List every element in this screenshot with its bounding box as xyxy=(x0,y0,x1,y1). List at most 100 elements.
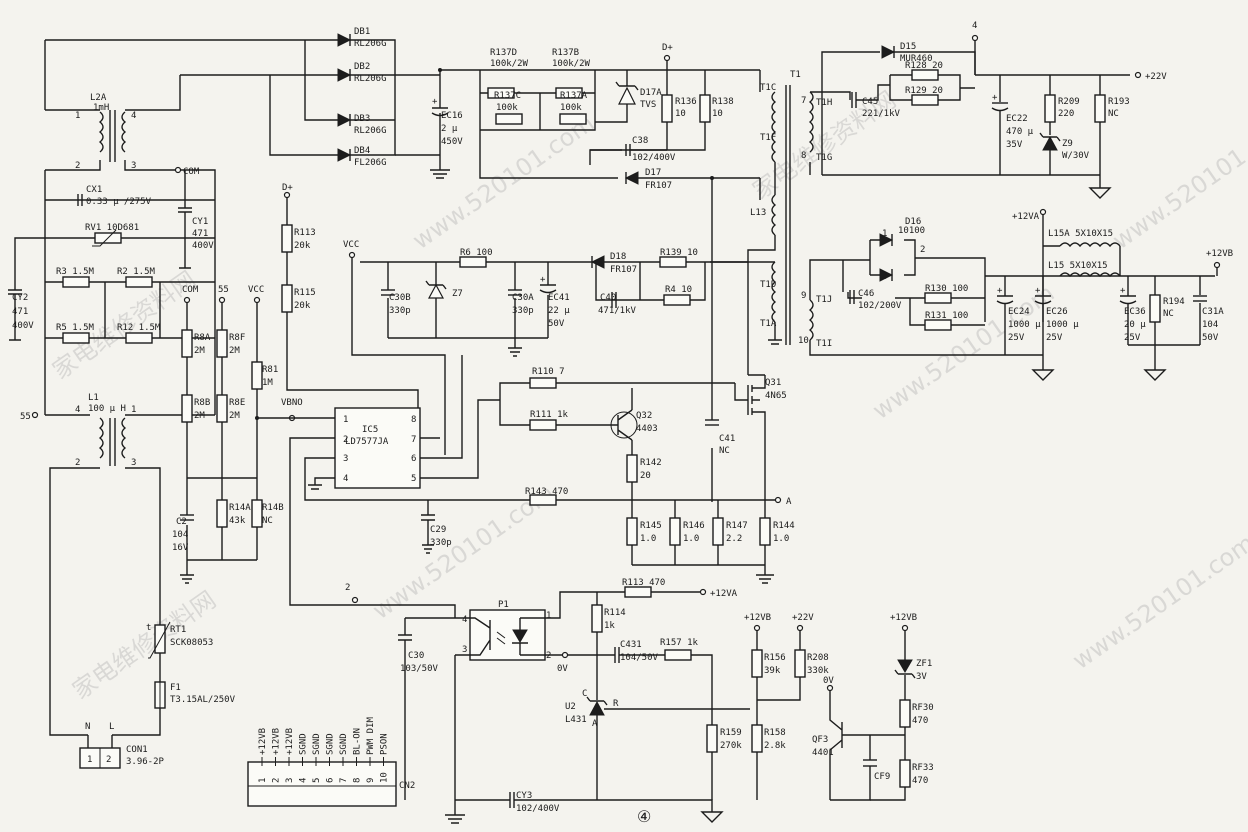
r159-resistor xyxy=(706,724,718,753)
r131-resistor xyxy=(924,319,952,331)
r158-label: R158 xyxy=(764,728,786,738)
cx1-value: 0.33 μ /275V xyxy=(86,197,152,207)
f1-label: F1 xyxy=(170,683,181,693)
r114-value: 1k xyxy=(604,621,615,631)
r111-label: R111 1k xyxy=(530,410,569,420)
d17a-tvs: D17A TVS xyxy=(595,70,662,123)
pin-label: 3 xyxy=(131,161,136,171)
cn2-signal-label: +12VB xyxy=(285,728,295,755)
r131-label: R131 100 xyxy=(925,311,968,321)
com-label: 2 xyxy=(345,583,350,593)
plus: + xyxy=(997,286,1003,296)
c31a-value: 104 xyxy=(1202,320,1218,330)
r5-label: R5 1.5M xyxy=(56,323,95,333)
r145-value: 1.0 xyxy=(640,534,656,544)
c31a-label: C31A xyxy=(1202,307,1224,317)
r114-resistor xyxy=(591,604,603,633)
cn2-pin-number: 8 xyxy=(353,778,363,783)
r137c-label: R137C xyxy=(494,91,521,101)
cn2-signal-label: BL-ON xyxy=(353,728,363,755)
r143-label: R143 470 xyxy=(525,487,568,497)
pin-10: 10 xyxy=(798,336,809,346)
cn2-pin-group: +12VB1+12VB2+12VB3SGND4SGND5SGND6SGND7BL… xyxy=(258,716,390,783)
r14a-value: 43k xyxy=(229,516,246,526)
r111-resistor xyxy=(529,419,557,431)
r3-label: R3 1.5M xyxy=(56,267,95,277)
c2-value: 104 xyxy=(172,530,188,540)
net-12vb-label: +12VB xyxy=(744,613,771,623)
cn2-label: CN2 xyxy=(399,781,415,791)
pin-label: 1 xyxy=(882,229,887,239)
cy3-label: CY3 xyxy=(516,791,532,801)
net-55-terminal xyxy=(174,166,182,174)
db1-diode: DB1 RL206G xyxy=(330,27,387,49)
net-0v-label: 0V xyxy=(823,676,834,686)
r156-label: R156 xyxy=(764,653,786,663)
q32-value: 4403 xyxy=(636,424,658,434)
t1g-label: T1G xyxy=(816,153,832,163)
plus: + xyxy=(992,93,998,103)
primary-snubber: R137D 100k/2W R137B 100k/2W R137C 100k R… xyxy=(479,43,761,502)
l2a-label: L2A xyxy=(90,93,107,103)
ec36-voltage: 25V xyxy=(1124,333,1141,343)
c2-voltage: 16V xyxy=(172,543,189,553)
r193-resistor xyxy=(1094,94,1106,123)
db4-label: DB4 xyxy=(354,146,370,156)
r145-resistor xyxy=(626,517,638,546)
net-12va-label: +12VA xyxy=(1012,212,1040,222)
ec26-value: 1000 μ xyxy=(1046,320,1079,330)
u2-r: R xyxy=(613,699,619,709)
zf1-label: ZF1 xyxy=(916,659,932,669)
r8a-value: 2M xyxy=(194,346,205,356)
r159-value: 270k xyxy=(720,741,742,751)
ic5-body xyxy=(334,407,421,489)
dplus-label: D+ xyxy=(662,43,673,53)
gate-drive: R110 7 R111 1k Q32 4403 R142 20 Q31 4N65… xyxy=(499,367,795,584)
net-12vb-terminal xyxy=(753,624,761,632)
r8a-label: R8A xyxy=(194,333,211,343)
plus: + xyxy=(432,97,438,107)
r81-label: R81 xyxy=(262,365,278,375)
f1-fuse: F1 T3.15AL/250V xyxy=(154,681,236,709)
r8a-resistor xyxy=(181,329,193,358)
rf33-value: 470 xyxy=(912,776,928,786)
cx1-label: CX1 xyxy=(86,185,102,195)
r142-label: R142 xyxy=(640,458,662,468)
cn2-signal-label: PWM DIM xyxy=(366,716,376,755)
net-2-label: 55 xyxy=(218,285,229,295)
ec41-voltage: 50V xyxy=(548,319,565,329)
con1-label: CON1 xyxy=(126,745,148,755)
ec24-value: 1000 μ xyxy=(1008,320,1041,330)
r158-value: 2.8k xyxy=(764,741,786,751)
pin-label: 2 xyxy=(75,161,80,171)
r8b-value: 2M xyxy=(194,411,205,421)
db4-value: FL206G xyxy=(354,158,387,168)
r113-resistor xyxy=(281,224,293,253)
rf33-label: RF33 xyxy=(912,763,934,773)
q31-label: Q31 xyxy=(765,378,781,388)
c40-value: 471/1kV xyxy=(598,306,637,316)
r137a-value: 100k xyxy=(560,103,582,113)
r194-value: NC xyxy=(1163,309,1174,319)
r8f-resistor xyxy=(216,329,228,358)
ec41-value: 22 μ xyxy=(548,306,570,316)
con1-pin1: 1 xyxy=(87,755,92,765)
ic5-pin: 2 xyxy=(343,435,348,445)
r113b-resistor xyxy=(624,586,652,598)
r8f-value: 2M xyxy=(229,346,240,356)
r4-label: R4 10 xyxy=(665,285,692,295)
c30a-value: 330p xyxy=(512,306,534,316)
ec24-label: EC24 xyxy=(1008,307,1030,317)
net-12vb-label: +12VB xyxy=(890,613,917,623)
pin-label: 2 xyxy=(75,458,80,468)
r147-value: 2.2 xyxy=(726,534,742,544)
d17-value: FR107 xyxy=(645,181,672,191)
net-2-label: 55 xyxy=(20,412,31,422)
p1-pin: 2 xyxy=(546,651,551,661)
r159-label: R159 xyxy=(720,728,742,738)
u2-value: L431 xyxy=(565,715,587,725)
r144-resistor xyxy=(759,517,771,546)
r6-resistor xyxy=(459,256,487,268)
ec16-label: EC16 xyxy=(441,111,463,121)
db4-diode: DB4 FL206G xyxy=(330,146,387,168)
